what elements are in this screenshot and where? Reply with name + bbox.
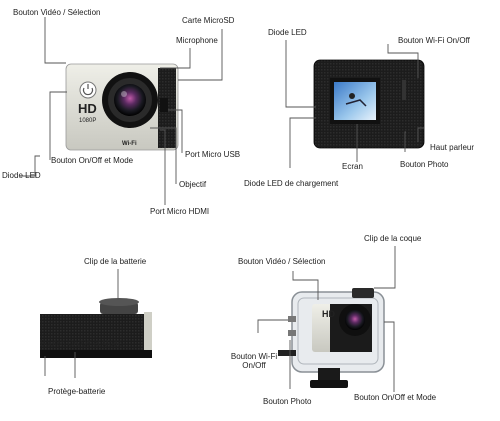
label-case-onoff-mode: Bouton On/Off et Mode: [354, 393, 437, 402]
label-microphone: Microphone: [176, 36, 218, 45]
label-bouton-photo: Bouton Photo: [400, 160, 449, 169]
label-protege-batterie: Protège-batterie: [48, 387, 106, 396]
callout-lines: [20, 17, 424, 392]
back-camera: [313, 59, 425, 149]
resolution-mark: 1080P: [79, 118, 97, 124]
label-haut-parleur: Haut parleur: [430, 143, 475, 152]
label-ecran: Ecran: [342, 162, 363, 171]
label-case-wifi-onoff: Bouton Wi-Fi On/Off: [230, 352, 278, 370]
battery-camera: [40, 298, 152, 358]
label-micro-usb: Port Micro USB: [185, 150, 241, 159]
label-microsd: Carte MicroSD: [182, 16, 235, 25]
label-clip-coque: Clip de la coque: [364, 234, 422, 243]
label-diode-charge: Diode LED de chargement: [244, 179, 339, 188]
label-case-video-select: Bouton Vidéo / Sélection: [238, 257, 326, 266]
hd-mark: HD: [78, 101, 97, 116]
label-case-bouton-photo: Bouton Photo: [263, 397, 312, 406]
label-diode-led: Diode LED: [2, 171, 41, 180]
label-clip-batterie: Clip de la batterie: [84, 257, 147, 266]
label-objectif: Objectif: [179, 180, 207, 189]
front-camera: [65, 63, 179, 151]
label-battery-onoff-mode: Bouton On/Off et Mode: [40, 339, 123, 348]
wifi-mark: Wi-Fi: [122, 141, 137, 147]
waterproof-case: [278, 288, 385, 388]
label-video-select: Bouton Vidéo / Sélection: [13, 8, 101, 17]
label-onoff-mode: Bouton On/Off et Mode: [51, 156, 134, 165]
label-back-diode-led: Diode LED: [268, 28, 307, 37]
case-hd-mark: HD: [322, 309, 335, 319]
label-wifi-onoff: Bouton Wi-Fi On/Off: [398, 36, 470, 45]
label-micro-hdmi: Port Micro HDMI: [150, 207, 210, 216]
